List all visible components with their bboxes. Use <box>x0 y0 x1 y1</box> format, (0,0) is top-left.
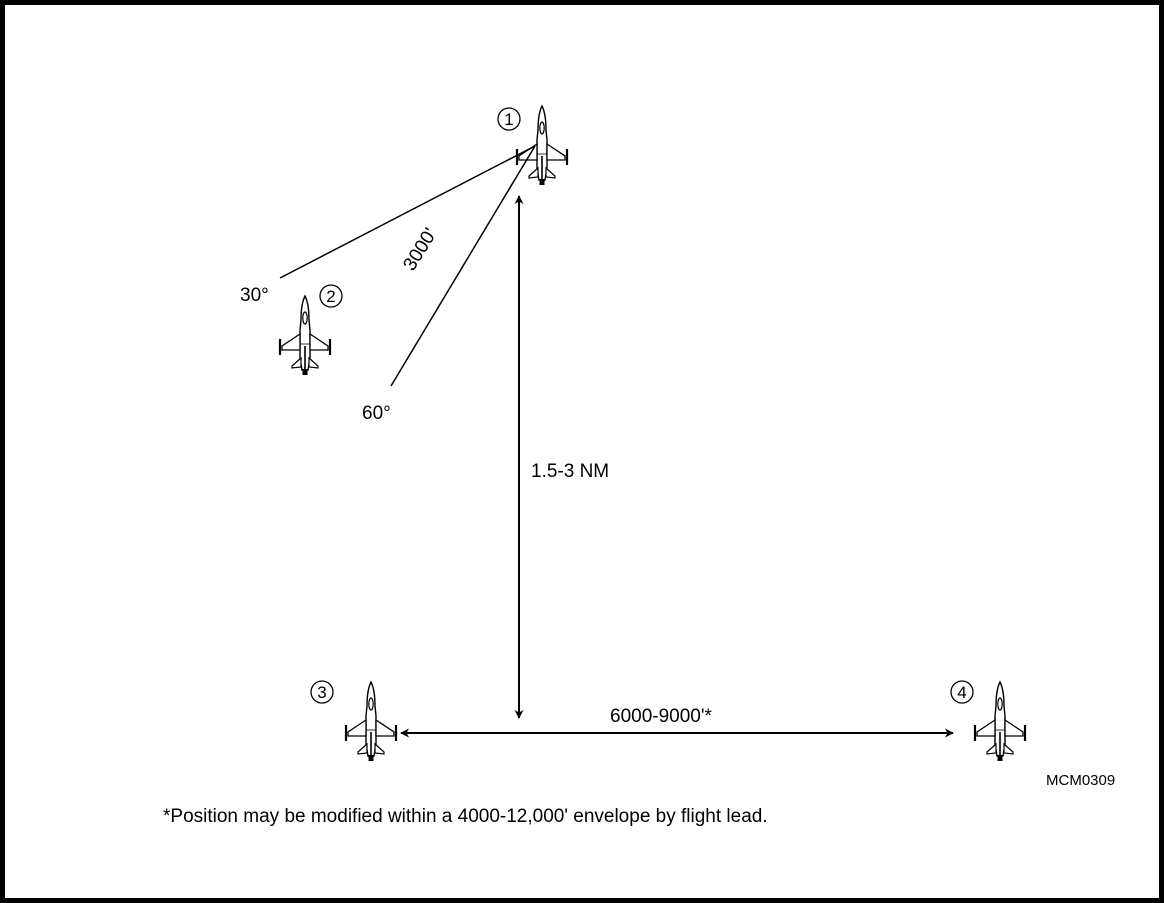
angle-30-label: 30° <box>240 285 269 306</box>
aircraft-3-number-circle <box>310 680 334 704</box>
angle-60-label: 60° <box>362 403 391 424</box>
aircraft-1: 1 <box>497 104 569 187</box>
figure-id: MCM0309 <box>1046 772 1115 789</box>
aircraft-4: 4 <box>950 680 1027 763</box>
aircraft-4-number-circle <box>950 680 974 704</box>
separation-lead-label: 1.5-3 NM <box>531 461 609 482</box>
aircraft-2-number-circle <box>319 284 343 308</box>
aircraft-2: 2 <box>278 284 343 377</box>
aircraft-3-number: 3 <box>317 683 326 702</box>
bearing-line-30 <box>279 145 536 279</box>
aircraft-4-number: 4 <box>957 683 966 702</box>
aircraft-1-number-circle <box>497 107 521 131</box>
aircraft-1-number: 1 <box>504 110 513 129</box>
range-3000-label: 3000' <box>399 225 441 275</box>
aircraft-2-number: 2 <box>326 287 335 306</box>
footnote: *Position may be modified within a 4000-… <box>163 806 768 827</box>
separation-element-label: 6000-9000'* <box>610 706 712 727</box>
bearing-line-60 <box>390 145 536 387</box>
aircraft-3: 3 <box>310 680 398 763</box>
